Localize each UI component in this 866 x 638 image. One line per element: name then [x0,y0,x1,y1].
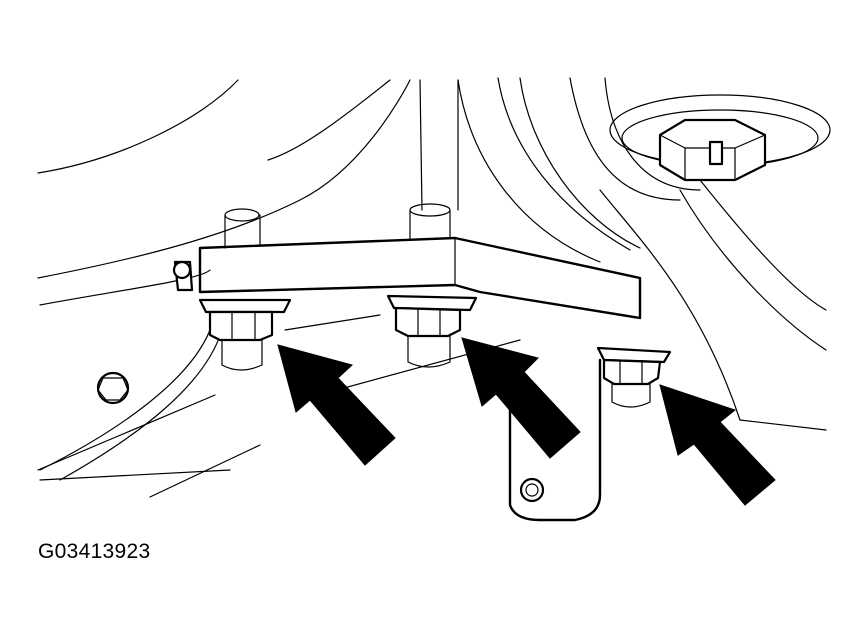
callout-arrows [277,337,776,506]
wire-harness [39,329,223,481]
lower-bracket-leg [508,358,602,522]
housing-contours [37,77,827,498]
bolt-2 [386,294,478,368]
small-nut [96,371,130,405]
arrow-1 [277,344,396,466]
bracket [172,203,642,320]
figure-id-label: G03413923 [38,540,151,563]
bolt-1 [198,298,292,371]
arrow-2 [461,337,581,459]
arrow-3 [659,384,776,506]
bolt-3 [596,346,672,408]
mount-bushing [609,94,831,182]
